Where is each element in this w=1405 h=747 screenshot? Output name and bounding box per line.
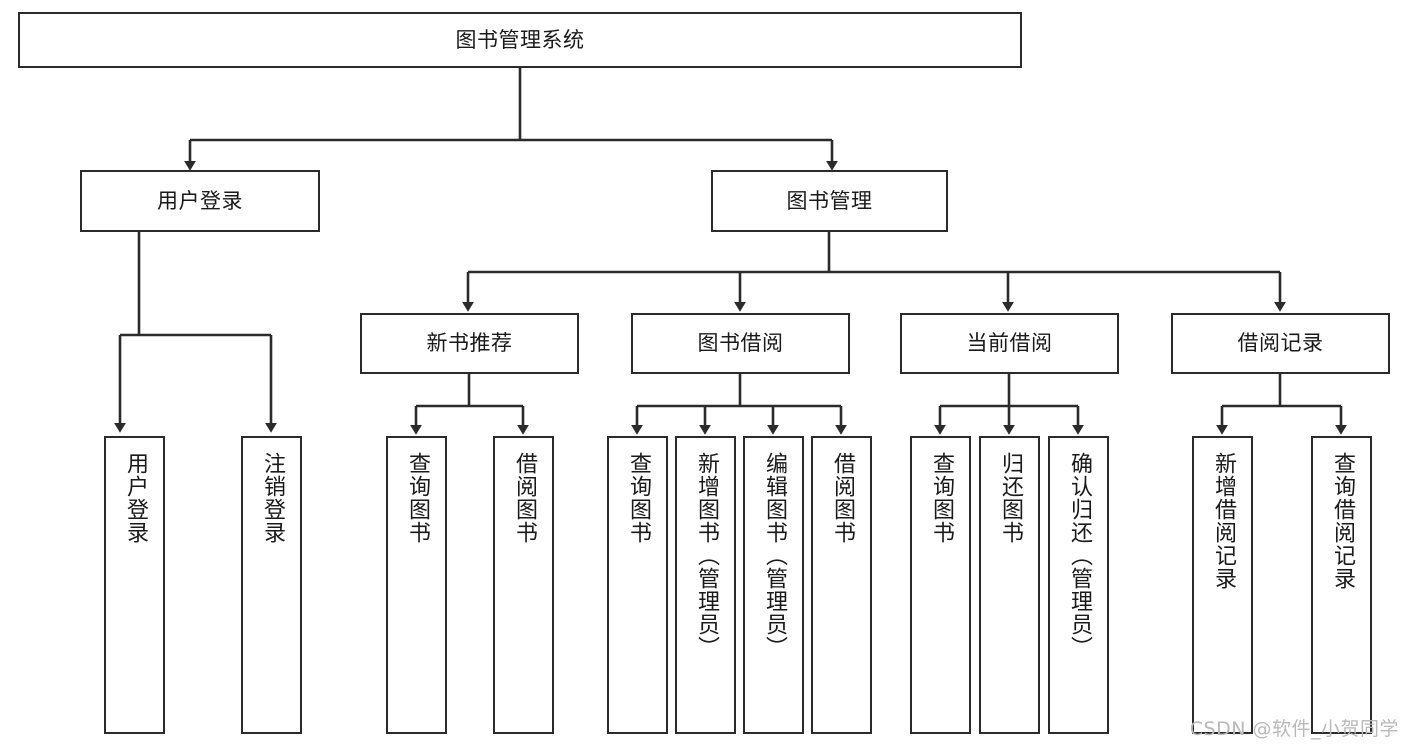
leaf-recommend-query-book[interactable]: 查询图书 [386, 436, 447, 734]
node-label: 新增图书（管理员） [693, 452, 719, 659]
node-label: 图书借阅 [697, 331, 784, 356]
node-book-borrow[interactable]: 图书借阅 [631, 313, 850, 374]
node-label: 编辑图书（管理员） [761, 452, 787, 659]
leaf-borrow-add-book-admin[interactable]: 新增图书（管理员） [675, 436, 736, 734]
node-label: 用户登录 [157, 188, 243, 213]
node-label: 新书推荐 [426, 331, 513, 356]
node-root-system[interactable]: 图书管理系统 [18, 12, 1022, 68]
node-label: 用户登录 [122, 452, 148, 544]
node-borrow-records[interactable]: 借阅记录 [1171, 313, 1390, 374]
node-label: 归还图书 [997, 452, 1023, 544]
node-label: 查询图书 [404, 452, 430, 544]
leaf-borrow-query-book[interactable]: 查询图书 [607, 436, 668, 734]
node-label: 借阅记录 [1237, 331, 1324, 356]
leaf-current-confirm-return-admin[interactable]: 确认归还（管理员） [1048, 436, 1109, 734]
node-book-management[interactable]: 图书管理 [711, 170, 948, 232]
leaf-borrow-borrow-book[interactable]: 借阅图书 [811, 436, 872, 734]
node-label: 确认归还（管理员） [1066, 452, 1092, 659]
node-label: 查询图书 [625, 452, 651, 544]
leaf-current-query-book[interactable]: 查询图书 [910, 436, 971, 734]
node-new-book-recommend[interactable]: 新书推荐 [360, 313, 579, 374]
watermark: CSDN @软件_小贺同学 [1189, 718, 1399, 740]
leaf-user-login-logout[interactable]: 注销登录 [241, 436, 302, 734]
node-label: 当前借阅 [966, 331, 1053, 356]
leaf-user-login-login[interactable]: 用户登录 [104, 436, 165, 734]
leaf-current-return-book[interactable]: 归还图书 [979, 436, 1040, 734]
node-label: 注销登录 [259, 452, 285, 544]
node-label: 借阅图书 [829, 452, 855, 544]
node-label: 图书管理系统 [455, 27, 585, 52]
leaf-recommend-borrow-book[interactable]: 借阅图书 [493, 436, 554, 734]
node-label: 查询借阅记录 [1329, 452, 1355, 590]
leaf-records-query-record[interactable]: 查询借阅记录 [1311, 436, 1372, 734]
node-user-login[interactable]: 用户登录 [80, 170, 320, 232]
node-label: 借阅图书 [511, 452, 537, 544]
node-label: 查询图书 [928, 452, 954, 544]
leaf-records-add-record[interactable]: 新增借阅记录 [1192, 436, 1253, 734]
node-label: 图书管理 [786, 188, 873, 213]
leaf-borrow-edit-book-admin[interactable]: 编辑图书（管理员） [743, 436, 804, 734]
node-label: 新增借阅记录 [1210, 452, 1236, 590]
node-current-borrow[interactable]: 当前借阅 [900, 313, 1119, 374]
